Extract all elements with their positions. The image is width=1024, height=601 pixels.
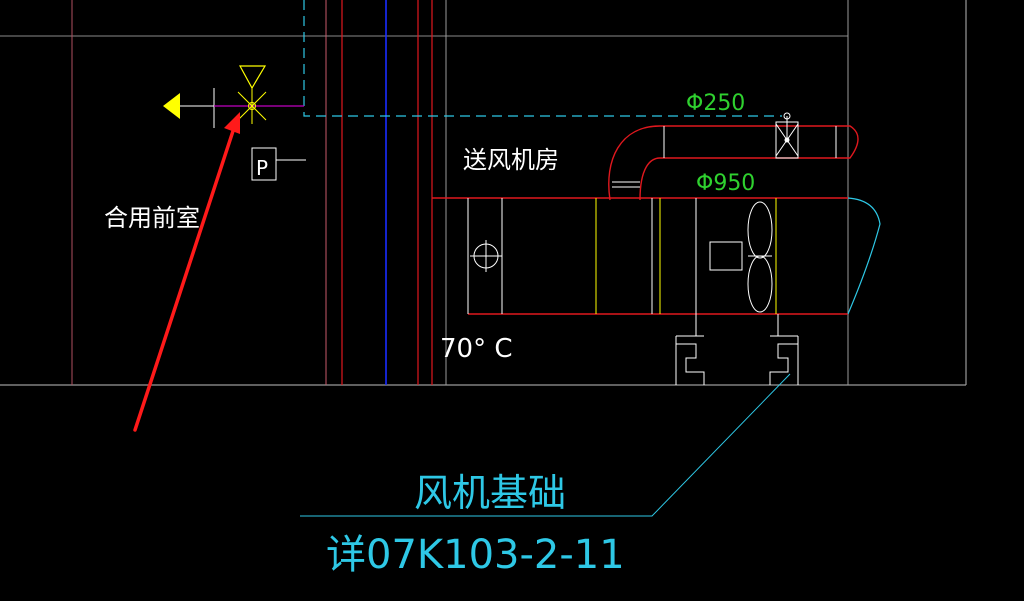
temperature-label: 70° C (440, 334, 513, 364)
fan-foundation-label: 风机基础 (414, 471, 566, 515)
detail-reference-label: 详07K103-2-11 (326, 532, 625, 578)
duct-size-label-950: Φ950 (696, 171, 755, 196)
duct-large (432, 197, 881, 315)
fan-foundation (675, 314, 799, 385)
wall-lines (0, 0, 967, 386)
room-label-shared-front-room: 合用前室 (104, 204, 200, 232)
valve-center-icon (248, 102, 256, 110)
fan-blade-bottom (747, 255, 773, 313)
fan-blade-top (747, 201, 773, 259)
room-label-supply-fan-room: 送风机房 (463, 146, 559, 174)
valve-triangle-icon (238, 65, 267, 90)
fire-valve-assembly (163, 65, 304, 128)
pointer-arrow-icon (133, 112, 240, 432)
fan-motor-icon (709, 241, 743, 271)
annotation-leader (300, 373, 791, 517)
flow-arrow-icon (163, 93, 180, 119)
valve-cross-b (237, 91, 267, 121)
pressure-valve-symbol: P (251, 147, 306, 181)
duct-size-label-250: Φ250 (686, 91, 745, 116)
valve-p-label: P (256, 156, 268, 180)
duct-centerline (303, 0, 782, 117)
duct-small (608, 112, 859, 201)
